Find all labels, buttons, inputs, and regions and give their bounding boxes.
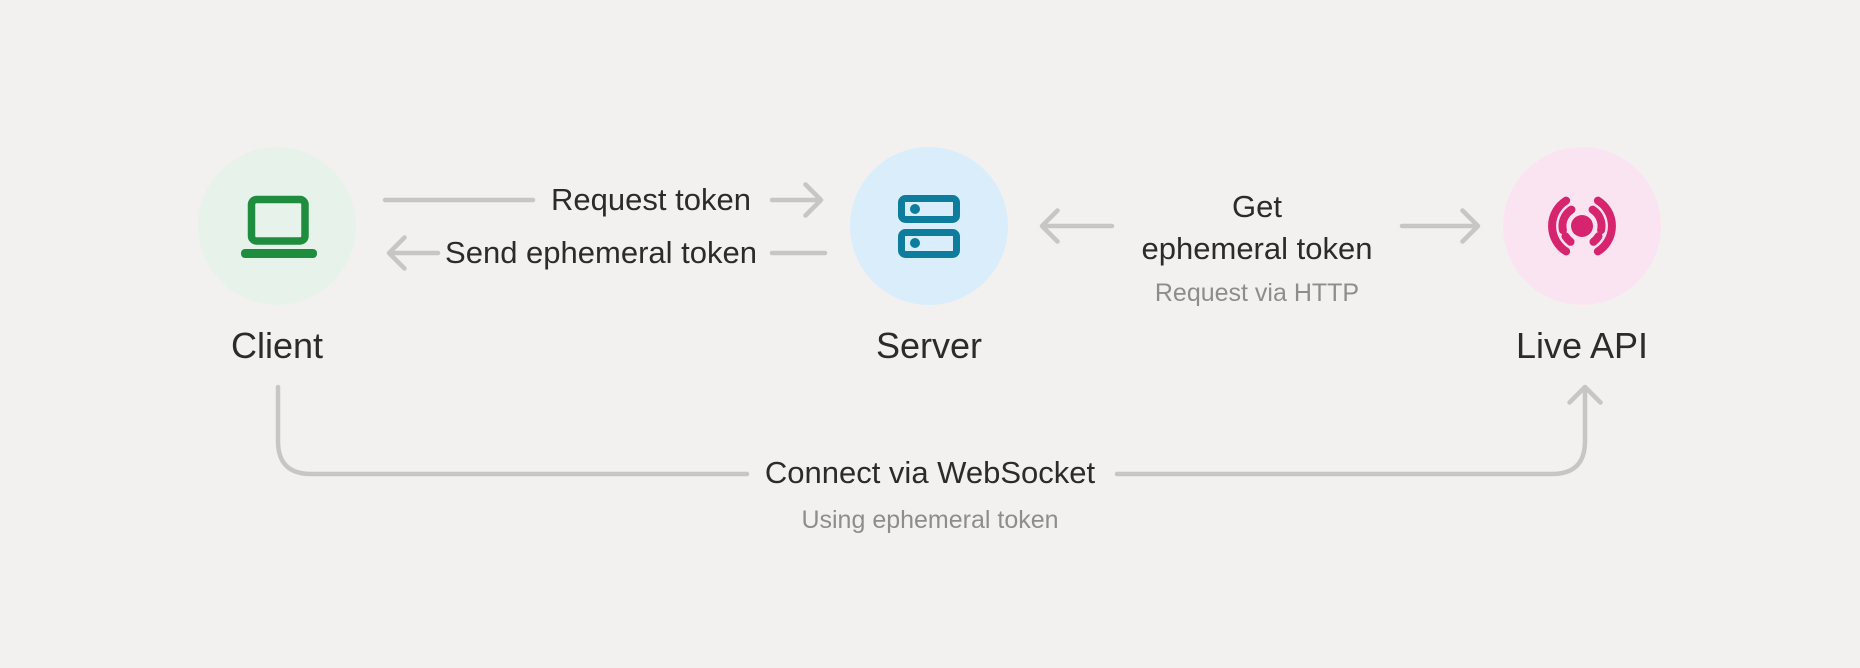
send-ephemeral-token-label: Send ephemeral token	[445, 235, 757, 270]
websocket-arrow-up-icon	[1567, 384, 1603, 405]
node-client: Client	[197, 146, 357, 365]
websocket-path-left	[275, 384, 750, 477]
live-api-circle	[1503, 147, 1661, 305]
node-server: Server	[849, 146, 1009, 365]
request-token-label: Request token	[551, 182, 751, 217]
connect-via-websocket-label: Connect via WebSocket	[764, 455, 1096, 490]
get-token-arrow-left-icon	[1039, 208, 1115, 244]
get-token-arrow-right-icon	[1399, 208, 1481, 244]
server-circle	[850, 147, 1008, 305]
using-ephemeral-token-sublabel: Using ephemeral token	[801, 506, 1059, 534]
client-circle-bg	[198, 147, 356, 305]
client-circle	[198, 147, 356, 305]
get-ephemeral-token-label-line2: ephemeral token	[1141, 231, 1373, 266]
request-via-http-sublabel: Request via HTTP	[1154, 279, 1360, 307]
server-circle-bg	[850, 147, 1008, 305]
node-live-api: Live API	[1502, 146, 1662, 365]
get-ephemeral-token-label: Get ephemeral token	[1142, 186, 1373, 270]
server-rack-icon	[898, 195, 960, 258]
request-token-arrow-right-icon	[769, 182, 824, 218]
send-token-arrow-left-icon	[386, 235, 441, 271]
live-api-label: Live API	[1515, 325, 1649, 366]
get-ephemeral-token-label-line1: Get	[1232, 189, 1282, 224]
server-label: Server	[875, 325, 983, 366]
client-label: Client	[230, 325, 324, 366]
live-broadcast-icon	[1548, 196, 1616, 256]
websocket-path-right	[1114, 387, 1588, 477]
laptop-icon	[241, 195, 317, 258]
